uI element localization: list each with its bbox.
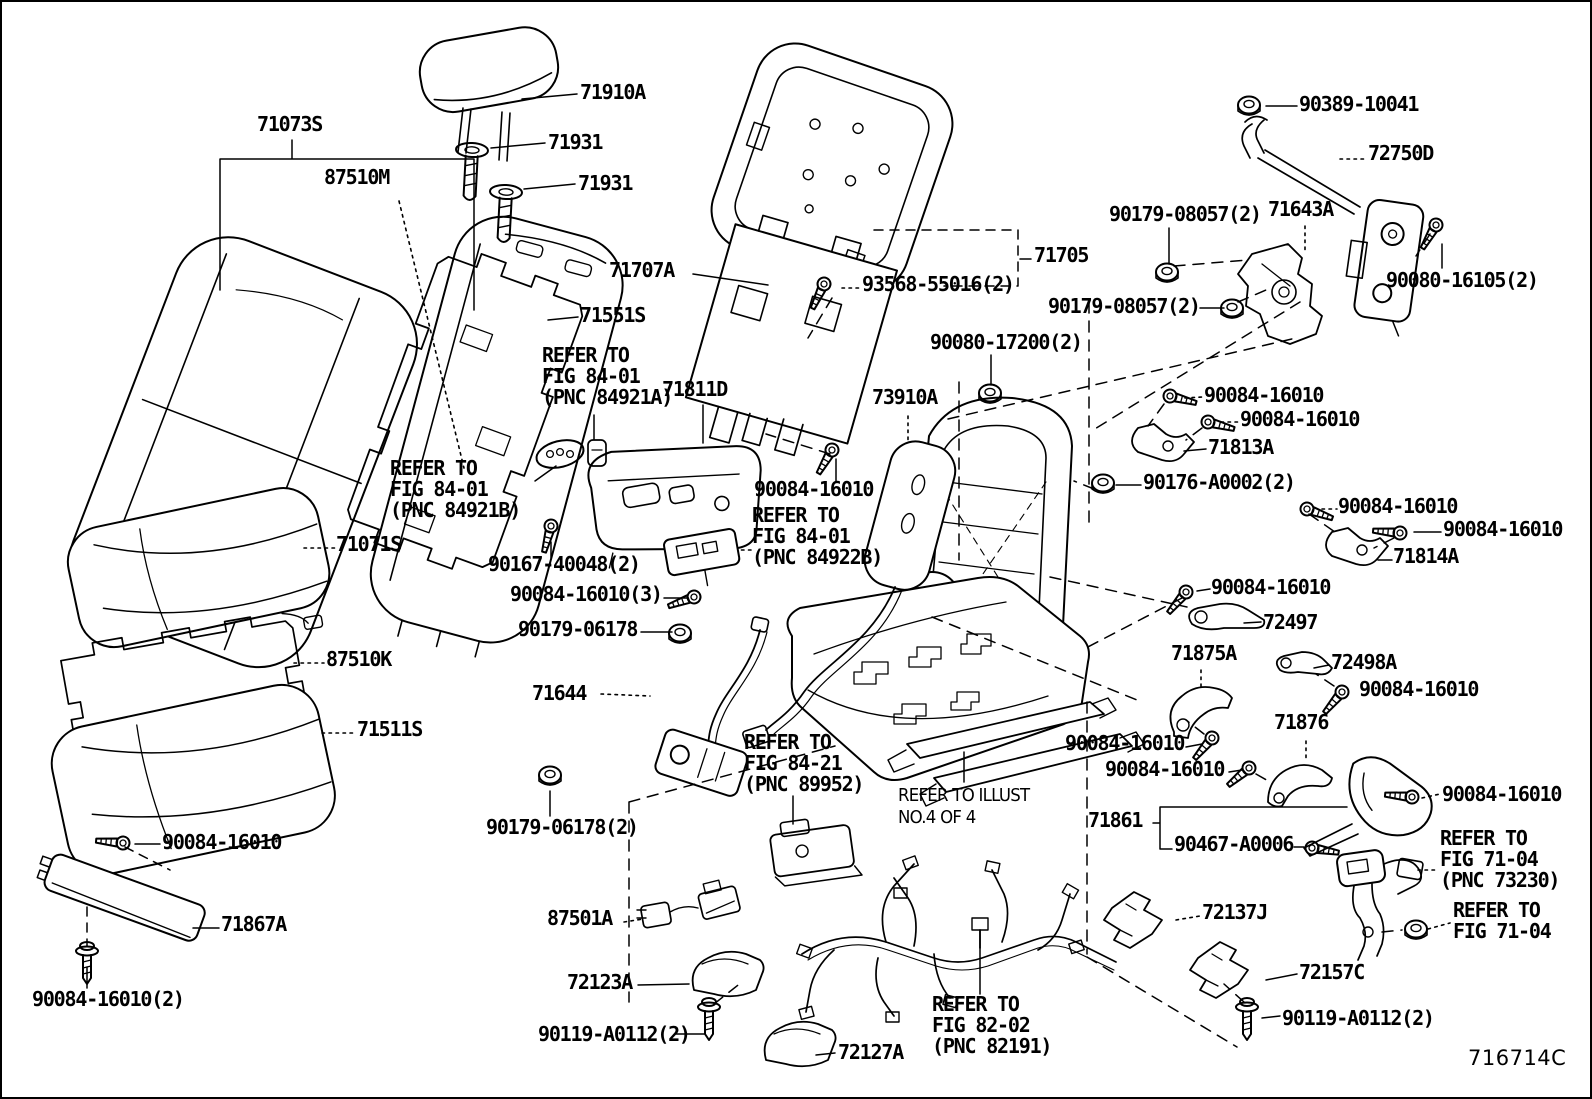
label-90080-16105: 90080-16105(2) [1386,268,1539,292]
bracket-71875A-drawing [1169,686,1233,739]
label-72123A: 72123A [567,970,633,994]
front-shield-drawing [36,846,206,947]
label-90119-A0112-l: 90119-A0112(2) [538,1022,691,1046]
label-71705: 71705 [1034,243,1089,267]
label-71867A: 71867A [221,912,287,936]
label-90084-16010-r7: 90084-16010 [1065,731,1185,755]
label-71861: 71861 [1088,808,1143,832]
shield-clip-drawing [535,439,607,469]
label-90084-16010-r1: 90084-16010 [1204,383,1324,407]
airbag-module-drawing [742,440,957,749]
label-90176-A0002: 90176-A0002(2) [1143,470,1296,494]
seat-back-cover-drawing [369,215,624,658]
note-refer-7104a: REFER TO FIG 71-04 (PNC 73230) [1440,826,1560,892]
label-71931-2: 71931 [578,171,633,195]
label-93568-55016: 93568-55016(2) [862,272,1015,296]
label-71910A: 71910A [580,80,646,104]
label-90084-16010-r9: 90084-16010 [1442,782,1562,806]
label-90084-16010-r3: 90084-16010 [1338,494,1458,518]
label-90389-10041: 90389-10041 [1299,92,1419,116]
label-71811D: 71811D [662,377,728,401]
label-71073S: 71073S [257,112,323,136]
label-72137J: 72137J [1202,900,1268,924]
label-90084-16010-r2: 90084-16010 [1240,407,1360,431]
label-90084-16010-r4: 90084-16010 [1443,517,1563,541]
label-71813A: 71813A [1208,435,1274,459]
wiring-harness-drawing [795,855,1117,1023]
label-72498A: 72498A [1331,650,1397,674]
note-refer-8202: REFER TO FIG 82-02 (PNC 82191) [932,992,1052,1058]
label-90084-16010-x3: 90084-16010(3) [510,582,663,606]
label-71876: 71876 [1274,710,1329,734]
label-90084-16010-r5: 90084-16010 [1211,575,1331,599]
back-frame-bracket [873,229,1032,287]
cover-72123A-drawing [691,950,765,998]
seat-switch-drawing [663,528,741,587]
note-refer-8401b: REFER TO FIG 84-01 (PNC 84921B) [390,456,521,522]
note-refer-8401a: REFER TO FIG 84-01 (PNC 84921A) [542,343,673,409]
headrest-drawing [418,26,560,244]
note-refer-7104b: REFER TO FIG 71-04 [1453,898,1552,943]
label-71814A: 71814A [1393,544,1459,568]
label-90084-16010-r8: 90084-16010 [1105,757,1225,781]
label-72497: 72497 [1263,610,1318,634]
back-board-lower-drawing [684,214,899,457]
label-87510M: 87510M [324,165,390,189]
seat-cushion-drawing [66,487,331,649]
label-90179-06178-x2: 90179-06178(2) [486,815,639,839]
label-71643A: 71643A [1268,197,1334,221]
lever-72498A-drawing [1275,651,1333,676]
label-87510K: 87510K [326,647,392,671]
label-90179-08057-a: 90179-08057(2) [1109,202,1262,226]
label-90084-16010-l1: 90084-16010 [162,830,282,854]
hinge-cover-71814A-drawing [1325,527,1389,567]
construction-lines [628,233,1431,1048]
label-71707A: 71707A [609,258,675,282]
label-90080-17200: 90080-17200(2) [930,330,1083,354]
label-72127A: 72127A [838,1040,904,1064]
label-72750D: 72750D [1368,141,1434,165]
label-71644: 71644 [532,681,587,705]
hinge-cover-71813A-drawing [1131,423,1195,463]
sensor-89952-drawing [769,818,863,887]
label-71931-1: 71931 [548,130,603,154]
recliner-release-drawing [1241,115,1425,337]
label-71511S: 71511S [357,717,423,741]
label-71551S: 71551S [580,303,646,327]
label-90084-16010-c: 90084-16010 [754,477,874,501]
label-71071S: 71071S [336,532,402,556]
label-90167-40048: 90167-40048(2) [488,552,641,576]
label-90119-A0112-r: 90119-A0112(2) [1282,1006,1435,1030]
label-72157C: 72157C [1299,960,1365,984]
clip-72157C-drawing [1189,941,1249,999]
label-90179-08057-b: 90179-08057(2) [1048,294,1201,318]
bracket-71876-drawing [1267,764,1333,808]
label-90084-16010-r6: 90084-16010 [1359,677,1479,701]
label-87501A: 87501A [547,906,613,930]
label-73910A: 73910A [872,385,938,409]
cushion-cover-drawing [50,683,336,876]
label-71875A: 71875A [1171,641,1237,665]
leader-lines [86,93,1443,1056]
seat-belt-buckle-drawing [1336,849,1424,961]
recliner-bracket-drawing [1237,243,1323,345]
lever-72497-drawing [1188,602,1266,631]
clip-72137J-drawing [1103,891,1163,949]
label-90467-A0006: 90467-A0006 [1174,832,1294,856]
cover-72127A-drawing [763,1020,837,1068]
label-90084-16010-x2: 90084-16010(2) [32,987,185,1011]
seat-shield-drawing [587,445,762,569]
note-refer-8421: REFER TO FIG 84-21 (PNC 89952) [744,730,864,796]
note-refer-8401c: REFER TO FIG 84-01 (PNC 84922B) [752,503,883,569]
diagram-code: 716714C [1468,1046,1567,1070]
label-90179-06178: 90179-06178 [518,617,638,641]
note-refer-illust: REFER TO ILLUST NO.4 OF 4 [898,785,1030,828]
connector-87501A-drawing [636,879,741,929]
dotted-leaders [293,158,1451,930]
